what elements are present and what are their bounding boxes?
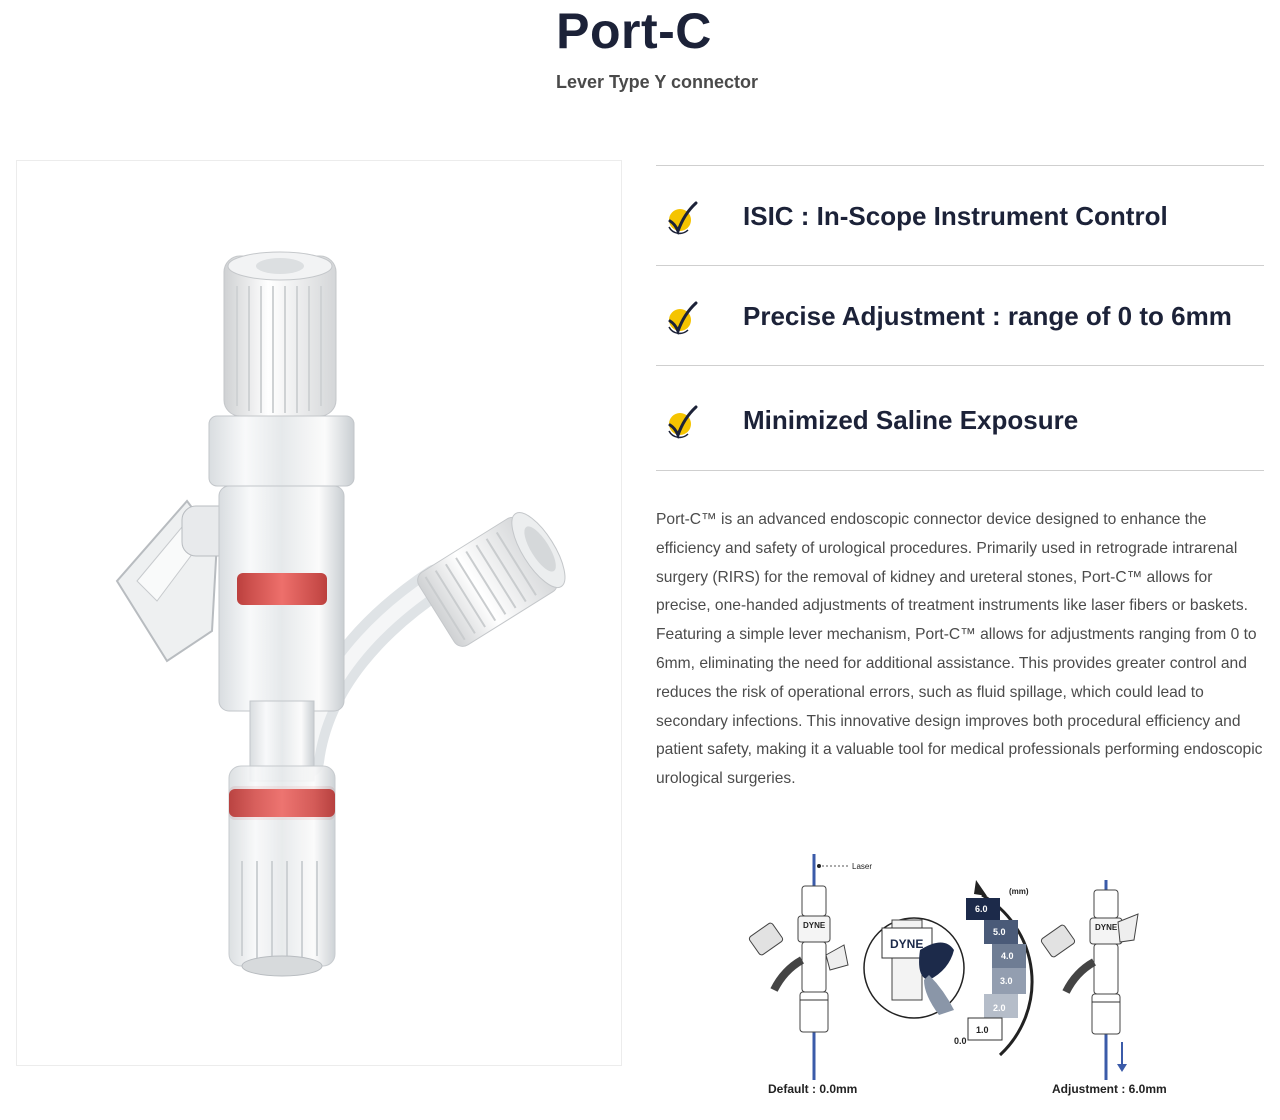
zoom-detail: DYNE 6.0 5.0 4.0 3.0 2.0: [863, 880, 1034, 1057]
feature-item: ISIC : In-Scope Instrument Control: [656, 165, 1264, 265]
default-device: DYNE Laser: [748, 854, 872, 1080]
brand-label: DYNE: [803, 921, 826, 930]
feature-item: Minimized Saline Exposure: [656, 365, 1264, 471]
feature-label: Precise Adjustment : range of 0 to 6mm: [743, 301, 1232, 331]
scale-label: 5.0: [993, 927, 1006, 937]
page-title: Port-C: [556, 3, 712, 59]
feature-label: ISIC : In-Scope Instrument Control: [743, 201, 1168, 231]
page-subtitle: Lever Type Y connector: [555, 72, 759, 92]
scale-label: 6.0: [975, 904, 988, 914]
brand-label-large: DYNE: [890, 937, 923, 951]
scale-label: 2.0: [993, 1003, 1006, 1013]
product-image: [16, 160, 622, 1066]
feature-list: ISIC : In-Scope Instrument Control Preci…: [656, 165, 1264, 471]
feature-item: Precise Adjustment : range of 0 to 6mm: [656, 265, 1264, 365]
port-c-device-illustration: [115, 251, 566, 977]
brand-label: DYNE: [1095, 923, 1118, 932]
scale-label: 3.0: [1000, 976, 1013, 986]
adjustment-diagram: DYNE Laser DYNE 6.0: [744, 850, 1194, 1112]
check-icon: [668, 201, 698, 236]
unit-label: (mm): [1009, 887, 1029, 896]
caption-adjustment: Adjustment : 6.0mm: [1052, 1082, 1167, 1096]
caption-default: Default : 0.0mm: [768, 1082, 858, 1096]
arrow-down-icon: [1117, 1064, 1127, 1072]
check-icon: [668, 405, 698, 440]
scale-label: 4.0: [1001, 951, 1014, 961]
scale-label: 1.0: [976, 1025, 989, 1035]
product-description: Port-C™ is an advanced endoscopic connec…: [656, 506, 1266, 794]
adjusted-device: DYNE: [1040, 880, 1139, 1080]
description-paragraph: Featuring a simple lever mechanism, Port…: [656, 626, 1263, 788]
feature-label: Minimized Saline Exposure: [743, 405, 1079, 435]
laser-label: Laser: [852, 862, 872, 871]
scale-label: 0.0: [954, 1036, 967, 1046]
adjustment-diagram-illustration: DYNE Laser DYNE 6.0: [748, 854, 1139, 1080]
description-paragraph: Port-C™ is an advanced endoscopic connec…: [656, 511, 1248, 615]
check-icon: [668, 301, 698, 336]
